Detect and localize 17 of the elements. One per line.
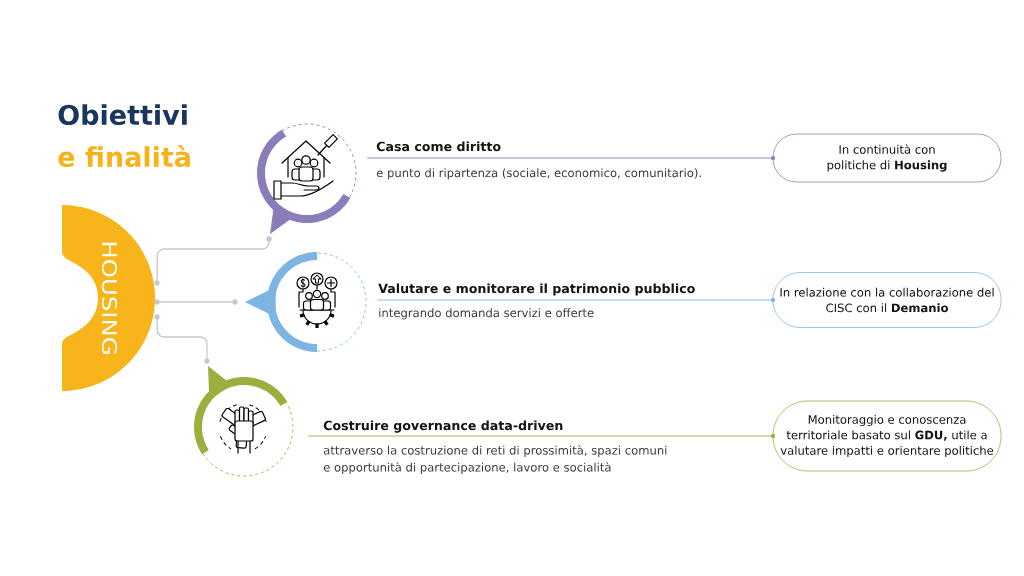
connector [307,435,773,437]
title: Obiettivi e finalità [58,104,190,168]
heading: Casa come diritto [376,141,501,152]
heading: Costruire governance data-driven [323,420,563,433]
heading: Valutare e monitorare il patrimonio pubblico [378,283,695,296]
rounded-box: In continuità con politiche di Housing [772,133,1002,183]
connector [156,238,270,284]
rounded-box: Monitoraggio e conoscenza territoriale basato sul GDU, utile a valutare impatti e orientare politiche [772,400,1002,472]
connector [366,157,773,159]
connector [156,301,236,303]
half-disc-band: HOUSING [62,205,155,391]
description: attraverso la costruzione di reti di prossimità, spazi comuni e opportunità di partecipazione, lavoro e socialità [323,445,667,474]
connector [376,299,773,301]
rounded-box: In relazione con la collaborazione del CISC con il Demanio [772,272,1002,328]
description: e punto di ripartenza (sociale, economico, comunitario). [376,168,701,180]
description: integrando domanda servizi e offerte [379,308,594,320]
connector [156,316,208,362]
